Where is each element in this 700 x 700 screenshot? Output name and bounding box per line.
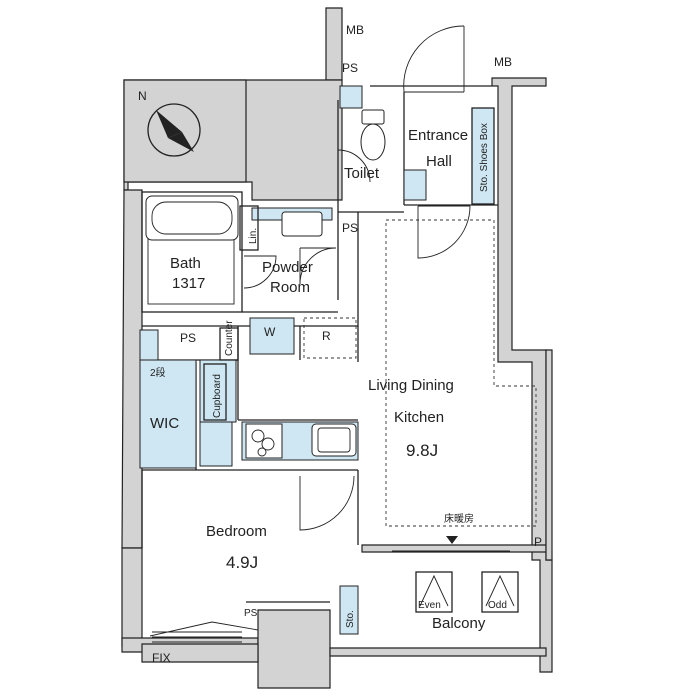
entrance-step	[403, 169, 427, 201]
compass-needle-icon	[156, 110, 182, 138]
label-linen: Lin.	[248, 228, 259, 244]
label-bath: Bath	[170, 255, 201, 272]
label-mb-right: MB	[494, 55, 512, 69]
cupboard-box	[203, 363, 227, 421]
washer-pan	[249, 317, 295, 355]
label-ldk-size: 9.8J	[406, 441, 438, 460]
label-room: Room	[270, 279, 310, 296]
interior-walls	[141, 92, 498, 603]
room-labels: Entrance Hall Toilet Bath 1317 Powder Ro…	[150, 127, 486, 632]
counter-box	[219, 327, 239, 361]
vertical-labels: Lin. Counter Cupboard Sto. Shoes Box Sto…	[212, 123, 490, 628]
label-ps-bottom: PS	[244, 608, 258, 619]
label-odd: Odd	[488, 600, 507, 611]
windows	[152, 544, 510, 643]
label-balcony: Balcony	[432, 615, 486, 632]
label-refrigerator: R	[322, 329, 331, 343]
label-bath-size: 1317	[172, 275, 205, 292]
kitchen-sink	[311, 423, 357, 457]
linen-cabinet	[239, 205, 259, 251]
label-bedroom-size: 4.9J	[226, 553, 258, 572]
label-fix: FIX	[152, 651, 171, 665]
floor-heating-area	[385, 219, 537, 527]
label-even: Even	[418, 600, 441, 611]
label-floor-heating: 床暖房	[444, 512, 474, 525]
shoe-box-outline	[471, 107, 495, 205]
bathtub	[145, 195, 239, 241]
label-mb-top: MB	[346, 23, 364, 37]
bedroom-storage	[339, 585, 359, 635]
label-cupboard: Cupboard	[212, 374, 223, 418]
label-ldk-2: Kitchen	[394, 409, 444, 426]
label-hall: Hall	[426, 153, 452, 170]
compass-north-label: N	[138, 89, 147, 103]
label-ldk-1: Living Dining	[368, 377, 454, 394]
label-bedroom: Bedroom	[206, 523, 267, 540]
compass: N	[138, 89, 201, 157]
label-counter: Counter	[224, 320, 235, 356]
wic-storage	[139, 359, 197, 469]
compass-circle	[147, 103, 201, 157]
label-toilet: Toilet	[344, 165, 380, 182]
ps-top-shaft	[339, 85, 363, 109]
exterior-walls	[121, 7, 553, 689]
label-ps-top: PS	[342, 61, 358, 75]
label-washer: W	[264, 325, 276, 339]
cupboard-lower	[199, 421, 233, 467]
label-shoe-box: Sto. Shoes Box	[479, 123, 490, 192]
doors	[149, 25, 471, 637]
wic-shelf	[139, 329, 159, 361]
label-p: P	[534, 535, 542, 549]
stove	[245, 423, 283, 459]
refrigerator-space	[303, 317, 357, 359]
outdoor-units	[415, 571, 519, 613]
toilet-fixture	[360, 109, 386, 161]
washbasin	[281, 211, 323, 237]
label-wic: WIC	[150, 415, 179, 432]
label-shelf: 2段	[150, 366, 166, 379]
label-powder: Powder	[262, 259, 313, 276]
fixture-labels: MB MB PS PS PS PS P W R 2段 床暖房 Even Odd …	[150, 23, 542, 665]
label-ps-left: PS	[180, 331, 196, 345]
label-entrance: Entrance	[408, 127, 468, 144]
cupboard-area	[199, 359, 237, 423]
floor-heating-marker	[446, 536, 458, 544]
label-ps-mid: PS	[342, 221, 358, 235]
label-storage-bed: Sto.	[345, 610, 356, 628]
